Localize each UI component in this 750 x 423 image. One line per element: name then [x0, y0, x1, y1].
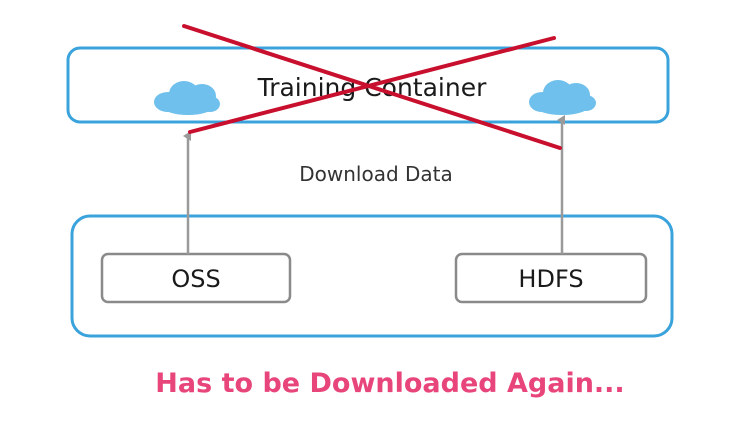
- hdfs-box: [454, 252, 648, 304]
- bottom-caption: Has to be Downloaded Again...: [155, 368, 624, 399]
- cloud-icon: [529, 80, 596, 115]
- hdfs-label: HDFS: [518, 265, 583, 293]
- oss-label: OSS: [171, 265, 220, 293]
- cross-line-up: [188, 36, 556, 134]
- storage-container-box: [70, 214, 674, 338]
- download-data-label: Download Data: [299, 162, 453, 186]
- oss-box: [100, 252, 292, 304]
- cloud-icon: [154, 81, 220, 115]
